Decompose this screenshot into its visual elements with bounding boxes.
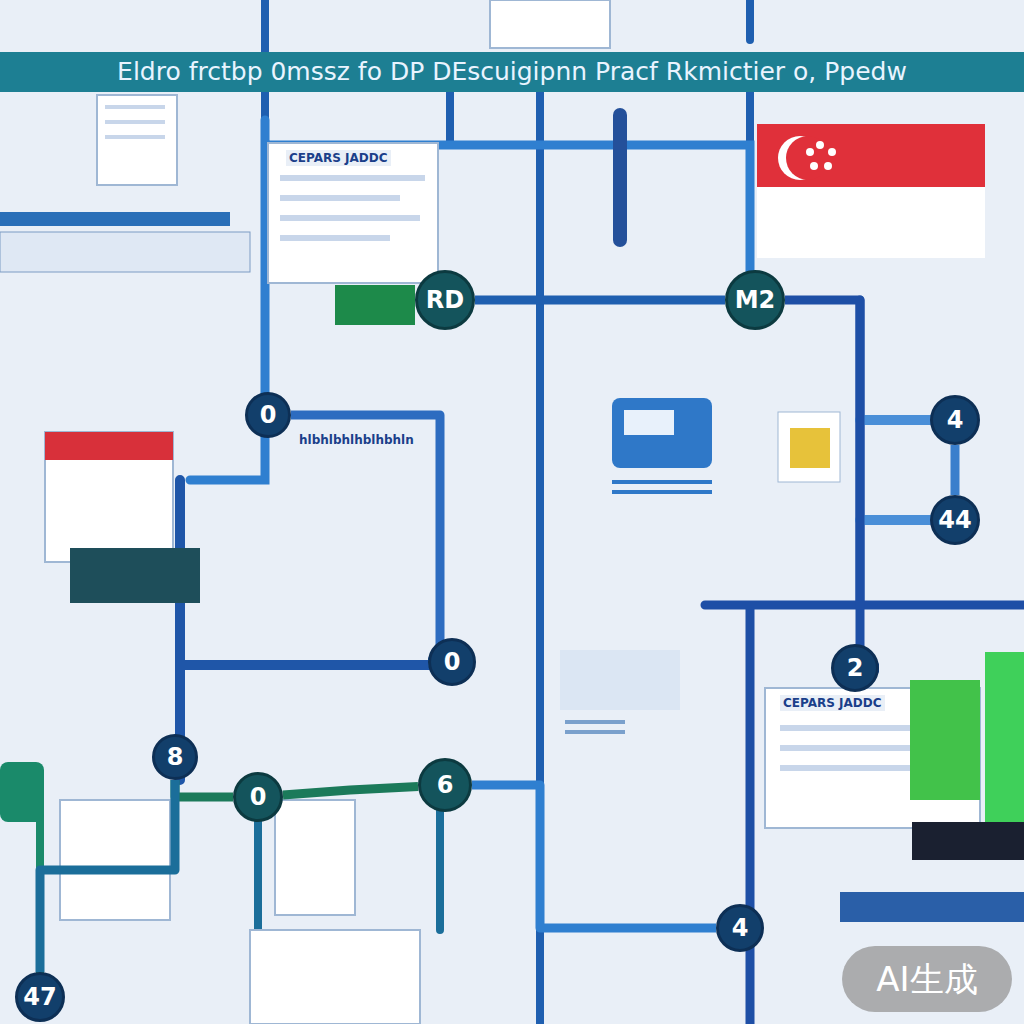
- pipe-connector: [175, 780, 233, 797]
- pipe-connector: [475, 300, 725, 301]
- callout-circle: 6: [418, 758, 472, 812]
- pipe-connector: [955, 445, 956, 495]
- callout-circle: 47: [15, 972, 65, 1022]
- callout-number: 0: [260, 401, 277, 429]
- pipe-connector: [283, 786, 418, 795]
- pipe-connector: [40, 780, 175, 972]
- callout-circle: 8: [152, 734, 198, 780]
- pipe-connector: [291, 415, 440, 662]
- callout-circle: 0: [233, 772, 283, 822]
- callout-number: 47: [23, 983, 56, 1011]
- callout-number: 0: [444, 648, 461, 676]
- pipe-connector: [472, 785, 716, 928]
- panel-caption: CEPARS JADDC: [286, 150, 391, 166]
- callout-number: 44: [938, 506, 971, 534]
- callout-circle: 44: [930, 495, 980, 545]
- callout-circle: 0: [428, 638, 476, 686]
- callout-number: M2: [735, 286, 776, 314]
- callout-circle: 0: [245, 392, 291, 438]
- callout-circle: M2: [725, 270, 785, 330]
- panel-caption: CEPARS JADDC: [780, 695, 885, 711]
- callout-number: 8: [167, 743, 184, 771]
- title-band: Eldro frctbp 0mssz fo DP DEscuigipnn Pra…: [0, 52, 1024, 92]
- panel-caption: hlbhlbhlhblhbhln: [296, 432, 417, 448]
- watermark: AI生成: [842, 946, 1012, 1012]
- callout-number: 0: [250, 783, 267, 811]
- callout-number: 4: [732, 914, 749, 942]
- callout-number: RD: [426, 286, 464, 314]
- callout-number: 6: [437, 771, 454, 799]
- callout-number: 2: [847, 654, 864, 682]
- callout-circle: 4: [716, 904, 764, 952]
- callout-number: 4: [947, 406, 964, 434]
- pipe-connector: [785, 300, 879, 668]
- callout-circle: 4: [930, 395, 980, 445]
- callout-circle: RD: [415, 270, 475, 330]
- callout-circle: 2: [831, 644, 879, 692]
